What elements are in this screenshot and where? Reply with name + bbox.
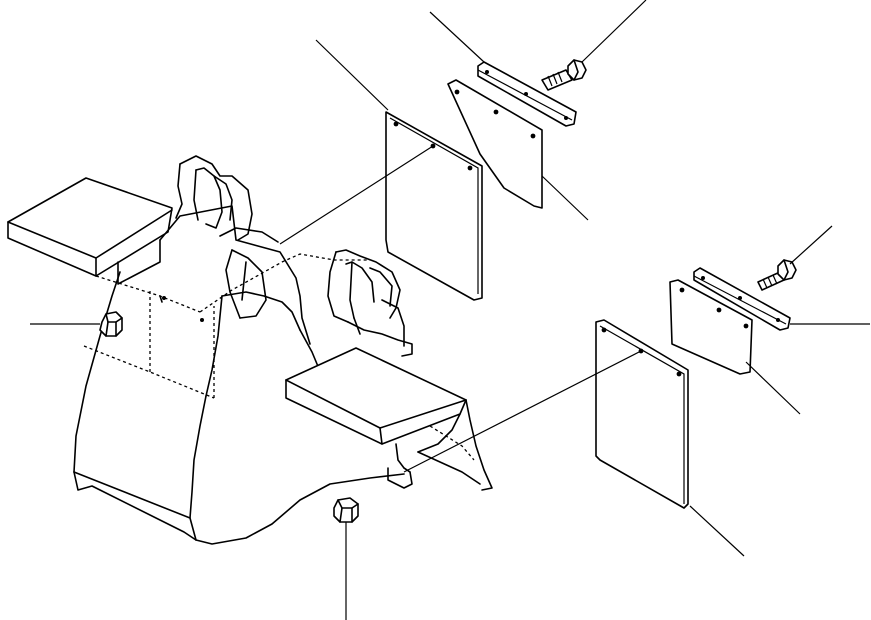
leader-lines	[30, 0, 870, 620]
leader-line-bolt-upper	[581, 0, 647, 63]
leader-line-cover-plate-lower	[745, 361, 801, 415]
retainer-bar-lower	[693, 267, 791, 331]
leader-line-bolt-lower	[789, 225, 833, 265]
left-handle	[175, 155, 279, 319]
bolt-lower	[757, 259, 797, 291]
leader-line-mud-flap-upper	[315, 39, 389, 111]
right-fender-step	[285, 347, 493, 491]
mud-flap-lower	[595, 319, 689, 509]
nut-bottom	[333, 497, 359, 523]
assembly-lines	[279, 145, 642, 473]
mud-flap-upper	[385, 111, 483, 301]
bolt-upper	[541, 59, 587, 91]
cover-plate-upper	[447, 79, 543, 209]
frame	[7, 155, 493, 545]
assembly-line-lower	[403, 350, 642, 473]
cover-plate-lower	[669, 279, 753, 375]
leader-line-mud-flap-lower	[689, 505, 745, 557]
leader-line-retainer-bar-upper	[429, 11, 485, 63]
left-fender-step	[7, 177, 173, 285]
assembly-line-upper	[279, 145, 434, 245]
leader-line-cover-plate-upper	[541, 175, 589, 221]
nut-left	[99, 311, 123, 337]
right-handle	[327, 249, 413, 357]
